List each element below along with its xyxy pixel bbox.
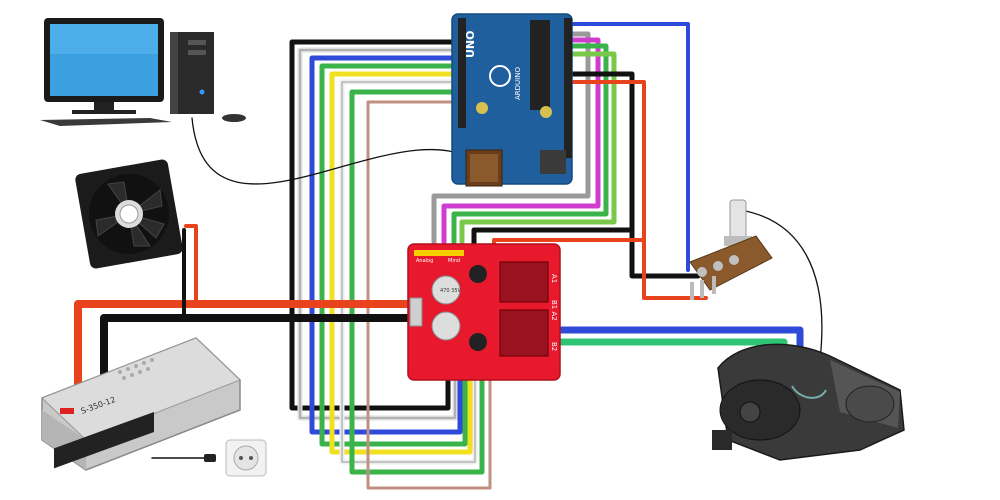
wire-white-outline-1 — [299, 49, 456, 419]
wire-white-outline-2 — [341, 81, 476, 463]
potentiometer-icon — [689, 199, 773, 300]
wire-black-left — [289, 39, 455, 411]
wire-black-pot — [569, 71, 701, 279]
driver-terminal-a1: A1 — [550, 274, 558, 283]
arduino-board-text: UNO — [464, 31, 477, 59]
cooling-fan-icon — [75, 159, 183, 269]
driver-terminal-b2: B2 — [550, 342, 558, 351]
wire-grey-right — [431, 31, 591, 245]
driver-cap-text: 470 35V — [440, 288, 461, 294]
cable-pot-motor — [739, 209, 823, 361]
wire-green-left — [319, 63, 468, 447]
wires — [74, 22, 823, 490]
motor-driver-icon: 470 35V Analog Mind A1 B1 A2 B2 — [407, 243, 561, 381]
wire-green-right — [451, 43, 609, 245]
driver-terminal-b1a2: B1 A2 — [550, 300, 558, 321]
wire-yellow — [329, 71, 473, 455]
arduino-brand-text: ARDUINO — [514, 67, 522, 100]
wiper-motor-icon — [712, 343, 905, 461]
power-supply-icon: S-350-12 — [41, 337, 241, 471]
wire-lime — [459, 51, 617, 245]
wire-brown — [366, 100, 492, 490]
wire-fan-red — [184, 224, 198, 306]
wall-socket-icon — [204, 439, 267, 477]
wire-green-2 — [349, 89, 485, 475]
wire-magenta — [441, 37, 601, 245]
driver-header-left: Analog — [416, 258, 433, 264]
desktop-computer-icon — [40, 18, 246, 126]
wire-red-pot — [570, 80, 708, 300]
wire-blue-pot — [558, 22, 690, 272]
wire-blue-left — [309, 55, 463, 435]
driver-header-right: Mind — [448, 258, 460, 264]
cable-usb — [191, 117, 481, 185]
arduino-board-icon: UNO ARDUINO — [451, 13, 573, 187]
wire-black-driver — [471, 227, 633, 247]
